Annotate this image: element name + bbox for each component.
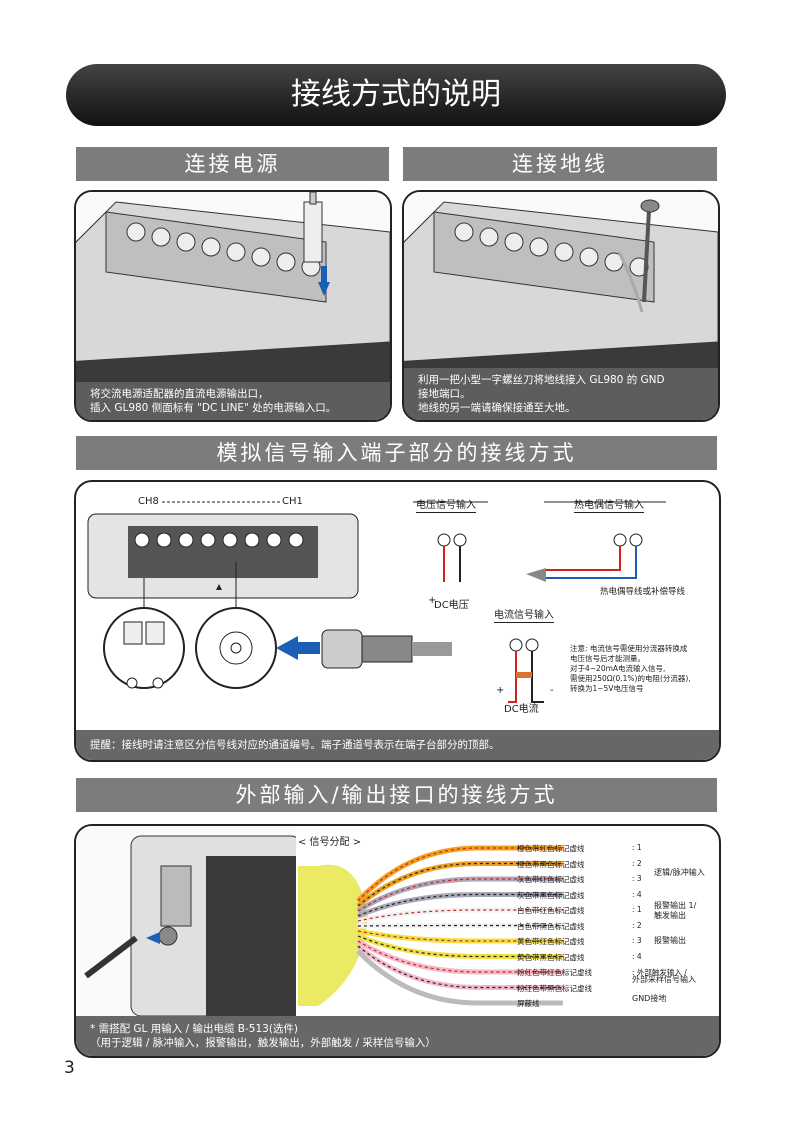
current-minus: - [550,685,554,696]
note-line-5: 转换为1~5V电压信号 [570,684,644,693]
ground-heading: 连接地线 [403,147,717,181]
wire-marker [357,940,563,973]
wire-label: 白色带红色标记虚线 [517,906,585,915]
io-cable-illustration [298,845,563,1006]
wire-marker [357,930,563,942]
analog-terminal-illustration [87,501,666,703]
voltage-minus: - [466,595,470,606]
signal-assignment-title: < 信号分配 > [298,837,362,848]
wire-pin: : 4 [632,951,642,961]
analog-heading: 模拟信号输入端子部分的接线方式 [76,436,717,470]
power-caption-line-2: 插入 GL980 侧面标有 "DC LINE" 处的电源输入口。 [90,402,337,414]
analog-caption: 提醒：接线时请注意区分信号线对应的通道编号。端子通道号表示在端子台部分的顶部。 [76,730,719,760]
ground-caption-line-2: 接地端口。 [418,388,471,400]
current-note: 注意: 电流信号需使用分流器转换成 电压信号后才能测量。 对于4~20mA电流输… [570,644,691,694]
wire-label: 粉红色带红色标记虚线 [517,968,592,977]
thermocouple-wire-label: 热电偶导线或补偿导线 [600,587,686,597]
thermocouple-input-label: 热电偶信号输入 [574,496,644,513]
wire-label: 灰色带红色标记虚线 [517,875,585,884]
note-line-1: 注意: 电流信号需使用分流器转换成 [570,644,688,653]
current-plus: + [496,685,505,696]
dc-voltage-label: DC电压 [434,600,469,611]
io-caption: * 需搭配 GL 用输入 / 输出电缆 B-513(选件) （用于逻辑 / 脉冲… [76,1016,719,1056]
group-logic-pulse: 逻辑/脉冲输入 [654,868,705,877]
note-line-3: 对于4~20mA电流输入信号, [570,664,666,673]
power-device-illustration [76,192,390,420]
ground-caption-line-1: 利用一把小型一字螺丝刀将地线接入 GL980 的 GND [418,374,665,386]
io-caption-line-1: * 需搭配 GL 用输入 / 输出电缆 B-513(选件) [90,1023,299,1035]
ground-caption-line-3: 地线的另一端请确保接通至大地。 [418,402,576,414]
ch8-label: CH8 [138,496,159,507]
voltage-plus: + [428,595,437,606]
ground-panel: 利用一把小型一字螺丝刀将地线接入 GL980 的 GND 接地端口。 地线的另一… [402,190,720,422]
wire-pin: : 1 [632,905,642,914]
wire-label: 橙色带黑色标记虚线 [517,859,585,869]
wire-marker [357,909,563,922]
wire-pin: : 3 [632,936,642,945]
wire-label: 灰色带黑色标记虚线 [517,890,585,900]
io-heading: 外部输入/输出接口的接线方式 [76,778,717,812]
group-gnd: GND接地 [632,994,667,1003]
ground-caption: 利用一把小型一字螺丝刀将地线接入 GL980 的 GND 接地端口。 地线的另一… [404,368,718,420]
power-caption: 将交流电源适配器的直流电源输出口， 插入 GL980 侧面标有 "DC LINE… [76,382,390,420]
wire-pin: : 4 [632,889,642,899]
wire-marker [357,935,563,958]
wire-label: 屏蔽线 [517,999,540,1008]
current-input-label: 电流信号输入 [494,606,554,623]
wire-marker [357,950,563,1004]
group-alarm-trigger-1: 报警输出 1/ [654,901,697,910]
wire-marker [357,945,563,989]
note-line-2: 电压信号后才能测量。 [570,654,645,663]
wire-marker [357,847,563,902]
wire-marker [357,893,563,917]
page-number: 3 [64,1058,75,1078]
wire-pin: : 1 [632,843,642,852]
wire-label: 黄色带红色标记虚线 [517,937,585,946]
group-ext-sample: 外部采样信号输入 [632,975,696,984]
note-line-4: 需使用250Ω(0.1%)的电阻(分流器), [570,674,691,683]
wire-label: 黄色带黑色标记虚线 [517,952,585,962]
power-heading: 连接电源 [76,147,389,181]
analog-panel: CH8 CH1 电压信 [74,480,721,762]
group-alarm-out: 报警输出 [654,936,686,945]
ch1-label: CH1 [282,496,303,507]
power-panel: 将交流电源适配器的直流电源输出口， 插入 GL980 侧面标有 "DC LINE… [74,190,392,422]
wire-pin: : 2 [632,920,642,930]
io-panel: < 信号分配 > 橙色带红色标记虚线 : 1 橙色带黑色标记虚线 : 2 灰色带红色标记… [74,824,721,1058]
wire-marker [357,878,563,912]
wire-label: 白色带黑色标记虚线 [517,921,585,931]
wire-pin: : 2 [632,858,642,868]
wire-label: 粉红色带黑色标记虚线 [517,983,592,993]
wire-pin: : 3 [632,874,642,883]
page-title: 接线方式的说明 [66,64,726,126]
group-alarm-trigger-2: 触发输出 [654,911,686,920]
io-caption-line-2: （用于逻辑 / 脉冲输入，报警输出，触发输出，外部触发 / 采样信号输入） [90,1037,436,1049]
wire-pin: : 外部触发输入 / [632,968,687,977]
wire-line [356,861,563,908]
voltage-input-label: 电压信号输入 [416,496,476,513]
wire-marker [357,924,563,927]
dc-current-label: DC电流 [504,704,539,715]
power-caption-line-1: 将交流电源适配器的直流电源输出口， [90,388,269,400]
wire-label: 橙色带红色标记虚线 [517,844,585,853]
io-device-illustration [76,826,296,1016]
